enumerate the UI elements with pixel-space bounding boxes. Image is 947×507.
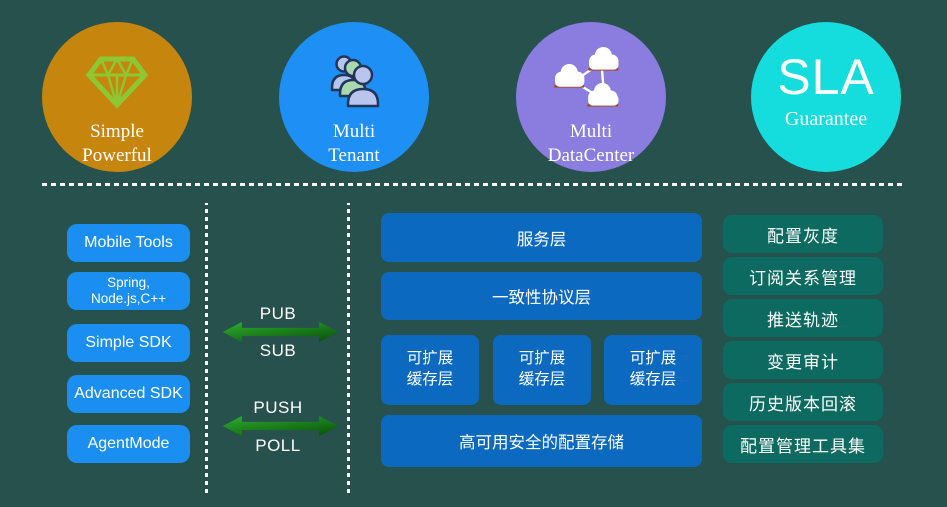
tool-label: 配置灰度: [767, 226, 839, 246]
client-item-label: Simple SDK: [85, 333, 172, 351]
sub-label: SUB: [259, 341, 297, 360]
layer-label: 可扩展 缓存层: [629, 350, 677, 388]
pub-label: PUB: [259, 304, 297, 323]
client-item-advanced-sdk: Advanced SDK: [67, 375, 190, 413]
people-icon: [322, 46, 386, 118]
tool-label: 推送轨迹: [767, 310, 839, 330]
horizontal-dotted-divider: [42, 183, 906, 186]
client-item-label: Spring, Node.js,C++: [90, 275, 167, 306]
layer-box-scalable-cache-1: 可扩展 缓存层: [381, 335, 479, 405]
feature-circle-multi-datacenter: Multi DataCenter: [516, 22, 666, 172]
client-item-spring-nodejs-cpp: Spring, Node.js,C++: [67, 272, 190, 310]
feature-label-line1: Simple: [90, 121, 144, 142]
vertical-dotted-divider-left: [205, 203, 208, 493]
tool-box-config-toolset: 配置管理工具集: [723, 425, 883, 463]
poll-label: POLL: [255, 436, 301, 455]
feature-circle-multi-tenant: Multi Tenant: [279, 22, 429, 172]
tool-label: 配置管理工具集: [740, 436, 866, 456]
client-item-mobile-tools: Mobile Tools: [67, 224, 190, 262]
layer-box-scalable-cache-2: 可扩展 缓存层: [493, 335, 591, 405]
layer-box-consistency-protocol: 一致性协议层: [381, 272, 702, 320]
feature-label-line2: DataCenter: [547, 145, 635, 167]
feature-label-line2: Guarantee: [784, 108, 868, 130]
push-poll-arrow-icon: [222, 415, 339, 437]
layer-box-service: 服务层: [381, 213, 702, 262]
tool-box-subscription-management: 订阅关系管理: [723, 257, 883, 295]
tool-label: 订阅关系管理: [749, 268, 857, 288]
tool-label: 历史版本回滚: [749, 394, 857, 414]
tool-box-history-rollback: 历史版本回滚: [723, 383, 883, 421]
tool-label: 变更审计: [767, 352, 839, 372]
tool-box-config-gray-release: 配置灰度: [723, 215, 883, 253]
vertical-dotted-divider-right: [347, 203, 350, 493]
sla-wordmark: SLA: [777, 49, 875, 105]
tool-box-change-audit: 变更审计: [723, 341, 883, 379]
feature-label-line2: Tenant: [328, 145, 380, 167]
feature-circle-simple-powerful: Simple Powerful: [42, 22, 192, 172]
feature-label-line2: Powerful: [82, 145, 152, 167]
pub-sub-arrow-icon: [222, 321, 339, 343]
client-item-label: Mobile Tools: [84, 233, 173, 251]
feature-label: Multi Tenant: [328, 120, 379, 169]
client-item-simple-sdk: Simple SDK: [67, 324, 190, 362]
clouds-icon: [545, 46, 637, 118]
push-label: PUSH: [253, 398, 303, 417]
layer-box-config-storage: 高可用安全的配置存储: [381, 415, 702, 467]
layer-label: 一致性协议层: [492, 289, 591, 307]
layer-label: 服务层: [516, 230, 567, 249]
feature-label: Multi DataCenter: [548, 120, 635, 169]
tool-box-push-trace: 推送轨迹: [723, 299, 883, 337]
feature-circle-sla-guarantee: SLA Guarantee: [751, 22, 901, 172]
client-item-agentmode: AgentMode: [67, 425, 190, 463]
client-item-label: AgentMode: [87, 434, 170, 452]
layer-label: 可扩展 缓存层: [518, 350, 566, 388]
feature-label: Simple Powerful: [82, 120, 152, 169]
feature-label-line1: Multi: [569, 121, 613, 142]
layer-label: 高可用安全的配置存储: [459, 434, 624, 452]
feature-label-line1: Multi: [332, 121, 376, 142]
layer-box-scalable-cache-3: 可扩展 缓存层: [604, 335, 702, 405]
layer-label: 可扩展 缓存层: [406, 350, 454, 388]
client-item-label: Advanced SDK: [74, 384, 183, 402]
diamond-icon: [81, 46, 153, 118]
